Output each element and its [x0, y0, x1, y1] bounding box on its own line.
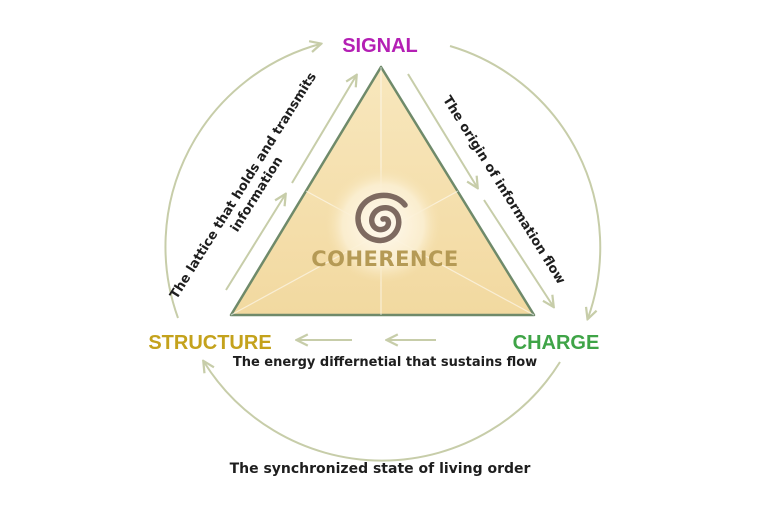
- right-edge-arrow-2: [483, 199, 553, 306]
- edge-label-charge-structure: The energy differnetial that sustains fl…: [233, 355, 537, 370]
- edge-arrows: [225, 73, 553, 340]
- coherence-triangle: [229, 65, 536, 317]
- outer-arrow-left: [164, 44, 320, 319]
- outer-cycle-arrows: [164, 44, 602, 462]
- outer-arrow-top-right: [449, 45, 602, 318]
- center-label: COHERENCE: [311, 247, 459, 271]
- node-label-charge: CHARGE: [513, 332, 600, 354]
- diagram-caption: The synchronized state of living order: [230, 461, 531, 477]
- left-edge-arrow-1: [225, 195, 285, 291]
- right-edge-arrow-1: [407, 73, 477, 187]
- outer-arrow-bottom: [204, 362, 561, 462]
- spiral-icon: [355, 192, 408, 244]
- center-glow: [325, 167, 441, 283]
- node-label-signal: SIGNAL: [342, 35, 418, 57]
- node-label-structure: STRUCTURE: [148, 332, 271, 354]
- left-edge-arrow-2: [291, 76, 356, 184]
